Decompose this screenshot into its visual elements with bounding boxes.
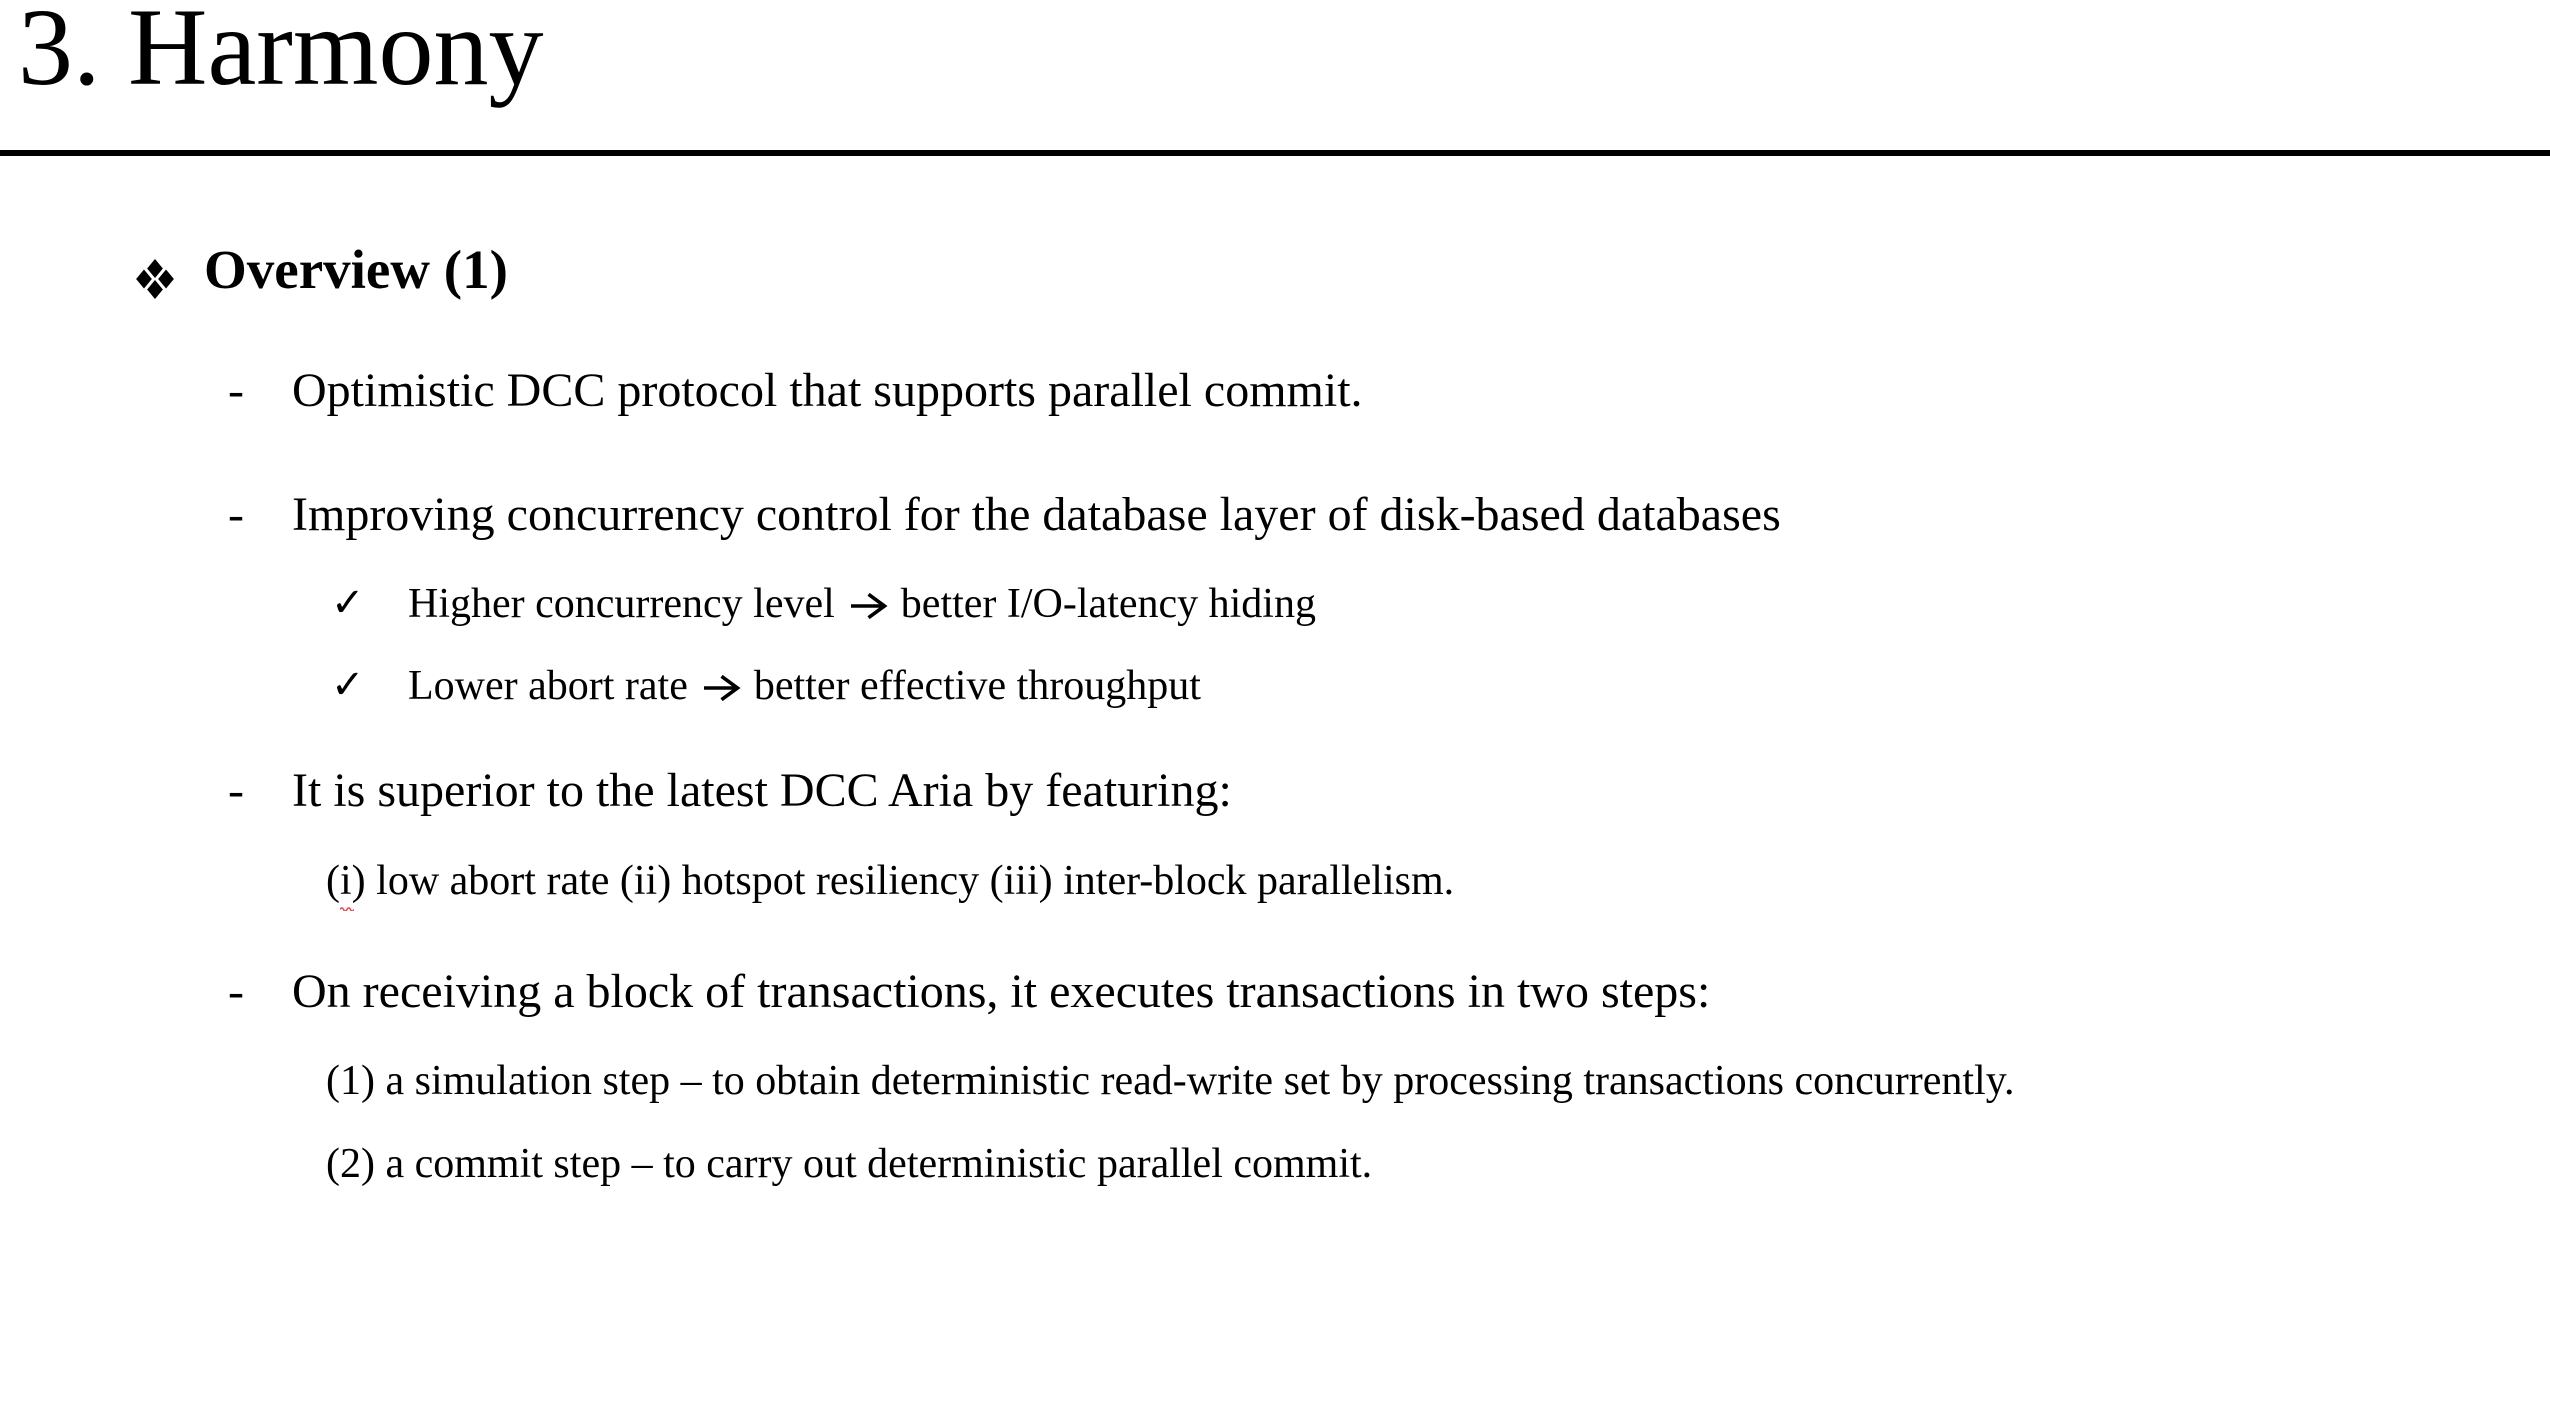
dash-bullet-icon: - (228, 965, 244, 1018)
sub-line-rest: ) low abort rate (ii) hotspot resiliency… (351, 858, 1455, 904)
right-arrow-icon (699, 667, 743, 717)
checkmark-icon: ✓ (331, 662, 365, 708)
sub-line-text: (i) low abort rate (ii) hotspot resilien… (326, 856, 1455, 912)
overview-heading-text: Overview (1) (204, 239, 508, 300)
sub-line-step-2: (2) a commit step – to carry out determi… (326, 1139, 1372, 1189)
overview-heading: Overview (1) (134, 237, 508, 303)
four-diamonds-bullet-icon (134, 249, 176, 299)
sub-line-features: (i) low abort rate (ii) hotspot resilien… (326, 856, 1455, 912)
right-arrow-icon (846, 585, 890, 635)
check-text-before-arrow: Higher concurrency level (408, 581, 835, 627)
bullet-text: On receiving a block of transactions, it… (292, 965, 1711, 1018)
dash-bullet-icon: - (228, 364, 244, 417)
slide-title: 3. Harmony (18, 0, 544, 108)
sub-line-text: (2) a commit step – to carry out determi… (326, 1141, 1373, 1187)
sub-line-text: (1) a simulation step – to obtain determ… (326, 1058, 2015, 1104)
check-text-after-arrow: better I/O-latency hiding (900, 581, 1316, 627)
dash-bullet-icon: - (228, 488, 244, 541)
bullet-text: Optimistic DCC protocol that supports pa… (292, 364, 1363, 417)
check-text: Lower abort rate better effective through… (408, 661, 1201, 717)
dash-bullet-icon: - (228, 764, 244, 817)
bullet-text: Improving concurrency control for the da… (292, 488, 1781, 541)
bullet-item-optimistic: - Optimistic DCC protocol that supports … (228, 362, 1363, 420)
title-divider-line (0, 150, 2550, 156)
check-item-higher-concurrency: ✓ Higher concurrency level better I/O-lat… (331, 579, 1316, 635)
misspelled-word: i (340, 856, 354, 912)
check-text-before-arrow: Lower abort rate (408, 663, 688, 709)
check-item-lower-abort: ✓ Lower abort rate better effective throu… (331, 661, 1201, 717)
check-text-after-arrow: better effective throughput (753, 663, 1201, 709)
checkmark-icon: ✓ (331, 580, 365, 626)
spellcheck-squiggle-icon (340, 907, 354, 912)
bullet-text: It is superior to the latest DCC Aria by… (292, 764, 1232, 817)
bullet-item-superior: - It is superior to the latest DCC Aria … (228, 762, 1232, 820)
check-text: Higher concurrency level better I/O-laten… (408, 579, 1316, 635)
bullet-item-on-receiving: - On receiving a block of transactions, … (228, 963, 1710, 1021)
open-paren: ( (326, 858, 340, 904)
bullet-item-improving: - Improving concurrency control for the … (228, 486, 1781, 544)
sub-line-step-1: (1) a simulation step – to obtain determ… (326, 1056, 2014, 1106)
misspelled-letter: i (340, 858, 352, 904)
